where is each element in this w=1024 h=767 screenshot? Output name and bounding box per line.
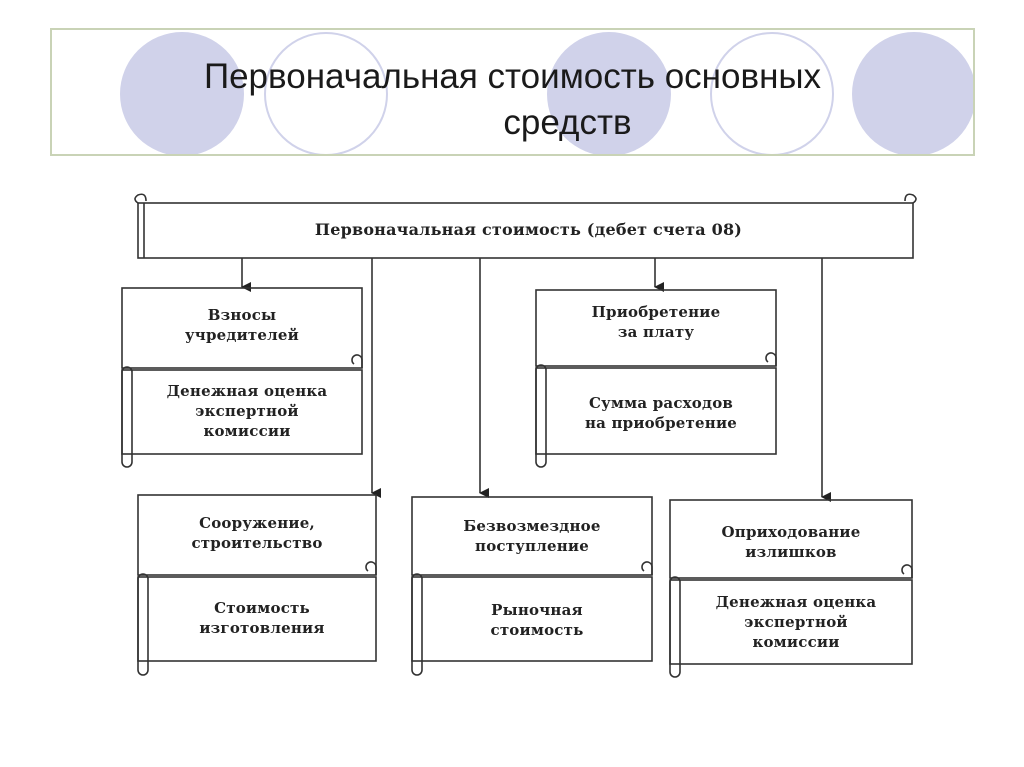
decor-circle	[120, 32, 244, 154]
scroll-curl	[765, 352, 777, 366]
label-line: излишков	[745, 543, 837, 561]
label-line: Рыночная	[491, 601, 583, 619]
label-line: стоимость	[490, 621, 584, 639]
group4-head-box	[411, 496, 653, 576]
slide-title-line1: Первоначальная стоимость основных	[203, 57, 822, 96]
scroll-curl	[641, 561, 653, 575]
label-line: Сумма расходов	[588, 394, 734, 412]
group5-head-label: Оприходование излишков	[670, 522, 912, 562]
label-line: на приобретение	[584, 414, 738, 432]
label-line: комиссии	[203, 422, 291, 440]
label-line: Взносы	[207, 306, 277, 324]
root-box	[137, 202, 914, 259]
group2-detail-label: Сумма расходов на приобретение	[546, 393, 776, 433]
scroll-curl	[901, 564, 913, 578]
label-line: Безвозмездное	[463, 517, 601, 535]
label-line: Сооружение,	[199, 514, 315, 532]
label-line: поступление	[475, 537, 589, 555]
scroll-curl	[904, 193, 917, 204]
label-line: Приобретение	[591, 303, 721, 321]
scroll-roll	[411, 573, 423, 676]
group4-detail-label: Рыночная стоимость	[422, 600, 652, 640]
group3-detail-label: Стоимость изготовления	[148, 598, 376, 638]
scroll-curl	[365, 561, 377, 575]
decor-circle	[852, 32, 973, 154]
group5-detail-label: Денежная оценка экспертной комиссии	[680, 592, 912, 652]
label-line: Денежная оценка	[166, 382, 328, 400]
group2-head-box	[535, 289, 777, 367]
label-line: за плату	[617, 323, 695, 341]
scroll-roll	[669, 576, 681, 678]
label-line: экспертной	[195, 402, 299, 420]
slide-title-line2: средств	[503, 103, 632, 142]
group5-head-box	[669, 499, 913, 579]
group1-head-box	[121, 287, 363, 369]
label-line: комиссии	[752, 633, 840, 651]
scroll-curl	[351, 354, 363, 368]
label-line: Оприходование	[721, 523, 861, 541]
decor-circle	[547, 32, 671, 154]
label-line: строительство	[191, 534, 323, 552]
group1-head-label: Взносы учредителей	[122, 305, 362, 345]
slide-title: Первоначальная стоимость основных средст…	[52, 54, 973, 146]
root-label: Первоначальная стоимость (дебет счета 08…	[314, 220, 743, 239]
label-line: экспертной	[744, 613, 848, 631]
title-frame: Первоначальная стоимость основных средст…	[50, 28, 975, 156]
scroll-roll	[535, 364, 547, 468]
label-line: Стоимость	[214, 599, 310, 617]
group1-detail-label: Денежная оценка экспертной комиссии	[132, 381, 362, 441]
scroll-roll	[121, 366, 133, 468]
scroll-roll	[137, 573, 149, 676]
label-line: изготовления	[199, 619, 325, 637]
decor-circle	[710, 32, 834, 154]
label-line: учредителей	[184, 326, 300, 344]
decor-circle	[264, 32, 388, 154]
group3-head-box	[137, 494, 377, 576]
group2-head-label: Приобретение за плату	[536, 302, 776, 342]
group3-head-label: Сооружение, строительство	[138, 513, 376, 553]
group4-head-label: Безвозмездное поступление	[412, 516, 652, 556]
label-line: Денежная оценка	[715, 593, 877, 611]
scroll-curl	[134, 193, 147, 204]
